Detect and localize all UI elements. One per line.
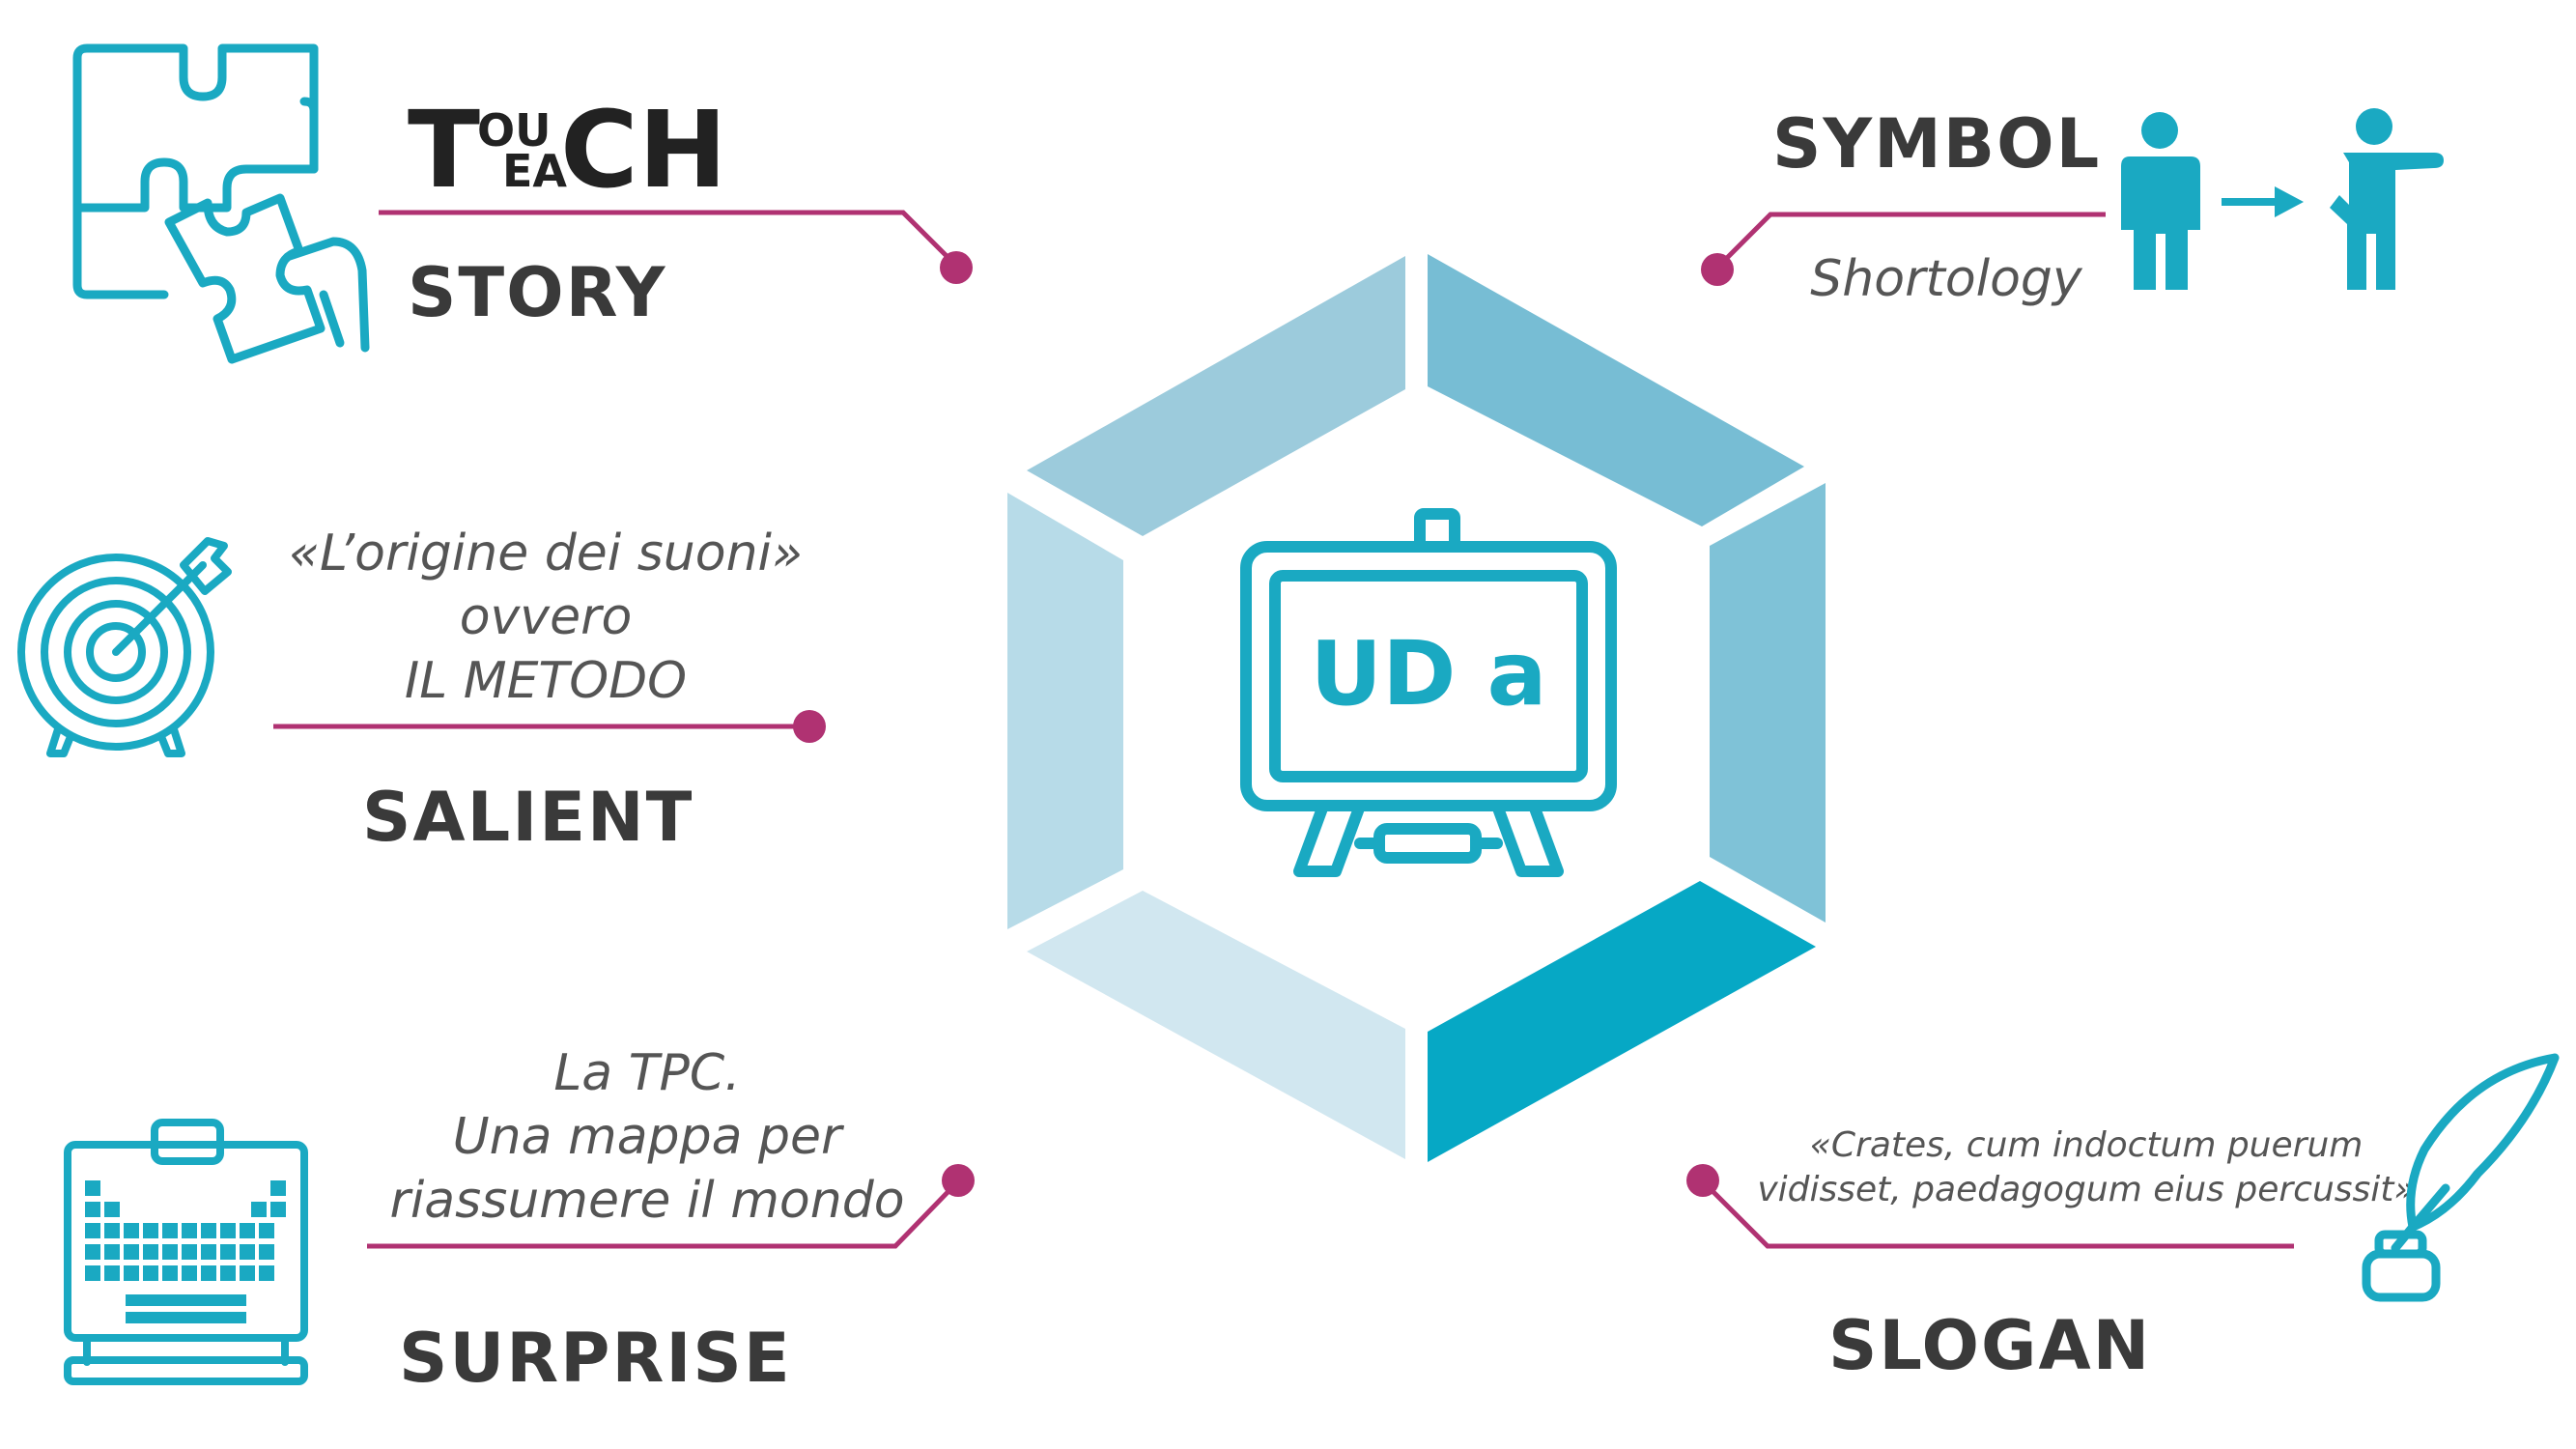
surprise-connector xyxy=(367,1181,958,1249)
symbol-connector-dot xyxy=(1701,253,1734,286)
salient-line-1: «L’origine dei suoni» xyxy=(288,525,804,582)
symbol-connector xyxy=(1715,212,2106,270)
story-connector xyxy=(379,210,958,268)
surprise-connector-dot xyxy=(942,1164,975,1197)
story-connector-dot xyxy=(940,251,973,284)
logo-ch: CH xyxy=(560,88,727,212)
surprise-text: La TPC. Una mappa per riassumere il mond… xyxy=(357,1041,937,1233)
slogan-label: SLOGAN xyxy=(1828,1306,2152,1385)
center-label: UD a xyxy=(1310,622,1547,725)
story-label: STORY xyxy=(408,253,667,332)
surprise-label: SURPRISE xyxy=(399,1319,792,1398)
slogan-connector-dot xyxy=(1686,1164,1719,1197)
hex-segment-top-right xyxy=(1428,254,1804,526)
salient-connector-dot xyxy=(793,710,826,743)
surprise-line-2: Una mappa per xyxy=(452,1108,842,1166)
logo-top-letters: OU xyxy=(477,104,552,156)
slogan-line-2: vidisset, paedagogum eius percussit» xyxy=(1757,1170,2416,1209)
hex-segment-right xyxy=(1710,483,1826,923)
surprise-line-3: riassumere il mondo xyxy=(389,1172,905,1230)
surprise-line-1: La TPC. xyxy=(553,1044,741,1102)
symbol-label: SYMBOL xyxy=(1772,104,2102,184)
salient-line-3: IL METODO xyxy=(404,652,688,710)
symbol-subtitle: Shortology xyxy=(1810,250,2082,308)
hex-segment-top-left xyxy=(1027,256,1405,536)
salient-text: «L’origine dei suoni» ovvero IL METODO xyxy=(251,522,840,713)
slogan-line-1: «Crates, cum indoctum puerum xyxy=(1809,1125,2364,1165)
hex-segment-bottom-right xyxy=(1428,881,1816,1162)
touch-teach-logo: T OU EA CH xyxy=(408,97,727,203)
salient-line-2: ovvero xyxy=(459,588,633,646)
salient-label: SALIENT xyxy=(362,778,694,857)
slogan-text: «Crates, cum indoctum puerum vidisset, p… xyxy=(1748,1123,2424,1212)
hex-segment-bottom-left xyxy=(1027,891,1405,1159)
logo-t: T xyxy=(408,88,481,212)
slogan-connector xyxy=(1703,1181,2294,1249)
hex-segment-left xyxy=(1007,493,1123,929)
logo-bottom-letters: EA xyxy=(502,145,568,197)
